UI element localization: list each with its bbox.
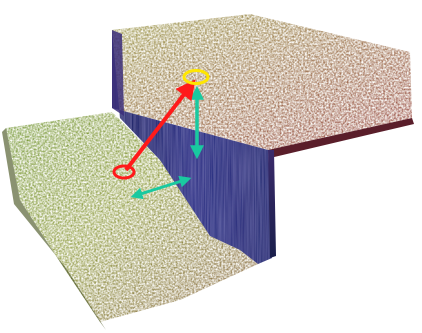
end-point-marker — [182, 69, 210, 85]
start-point-marker — [112, 164, 136, 180]
upper-terrace — [112, 14, 414, 158]
lower-terrace — [2, 112, 258, 330]
horizontal-offset-arrow — [130, 175, 192, 200]
slip-vector-arrow — [124, 79, 196, 172]
